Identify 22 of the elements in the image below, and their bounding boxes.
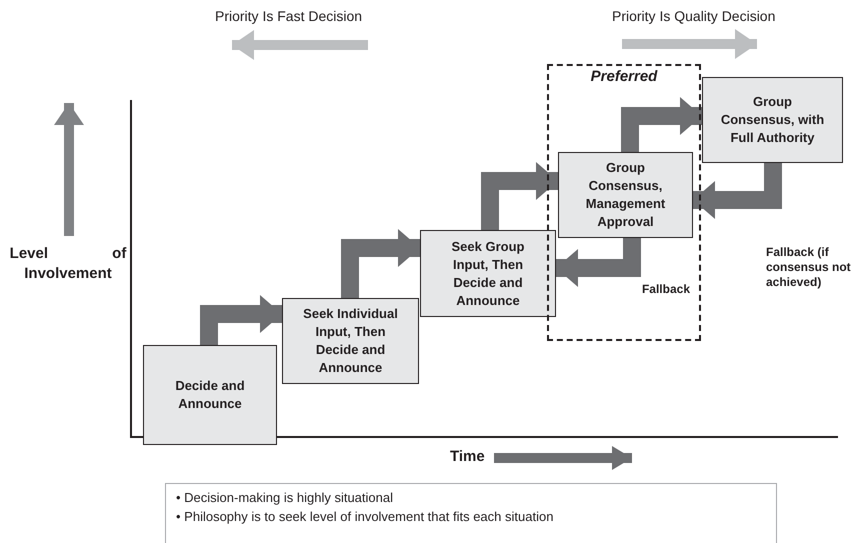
elbow-arrow bbox=[621, 97, 702, 152]
bullet-item: • Decision-making is highly situational bbox=[176, 489, 393, 507]
edge-label: Fallback (if consensus not achieved) bbox=[766, 245, 852, 290]
heading-label: Priority Is Fast Decision bbox=[215, 8, 362, 24]
elbow-arrow bbox=[693, 163, 782, 219]
heading-label: Priority Is Quality Decision bbox=[612, 8, 776, 24]
elbow-arrow bbox=[481, 162, 558, 230]
axis-label: Time bbox=[450, 448, 485, 465]
axis-label: Level of Involvement bbox=[8, 244, 128, 284]
process-box: Seek Group Input, Then Decide and Announce bbox=[420, 230, 556, 317]
process-box: Group Consensus, Management Approval bbox=[558, 152, 693, 238]
edge-label: Fallback bbox=[640, 282, 690, 297]
elbow-arrow bbox=[341, 229, 420, 298]
group-heading: Preferred bbox=[590, 68, 658, 85]
process-box: Decide and Announce bbox=[143, 345, 277, 445]
dashed-group-box bbox=[547, 64, 701, 341]
elbow-arrow bbox=[556, 238, 641, 287]
bullet-item: • Philosophy is to seek level of involvement that fits each situation bbox=[176, 508, 554, 526]
elbow-arrow bbox=[200, 295, 282, 345]
note-box bbox=[165, 483, 777, 543]
process-box: Seek Individual Input, Then Decide and Announce bbox=[282, 298, 419, 384]
process-box: Group Consensus, with Full Authority bbox=[702, 77, 843, 163]
